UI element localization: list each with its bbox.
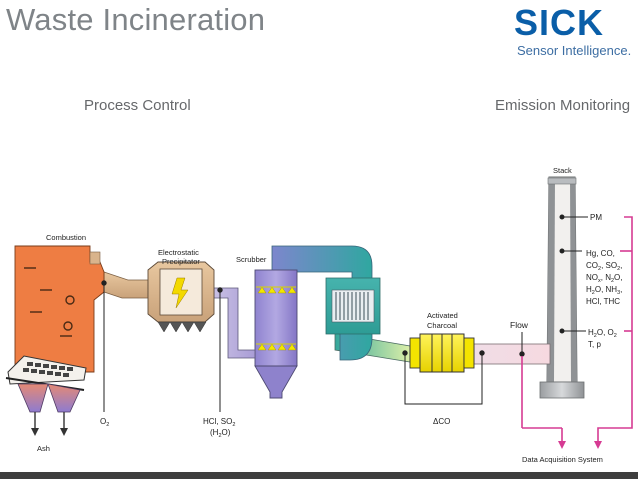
duct-to-precipitator [103, 271, 149, 299]
label-gases-3: NOx, N2O, [586, 273, 623, 284]
label-daq: Data Acquisition System [522, 455, 603, 464]
label-h2o: (H2O) [210, 428, 231, 439]
label-precipitator-1: Electrostatic [158, 248, 199, 257]
electrostatic-precipitator [147, 261, 215, 333]
lightning-icon [171, 277, 189, 309]
label-hcl-so2: HCl, SO2 [203, 417, 235, 428]
label-gases-4: H2O, NH3, [586, 285, 622, 296]
label-stack: Stack [553, 166, 572, 175]
label-gases-1: Hg, CO, [586, 249, 615, 258]
label-pm: PM [590, 213, 602, 222]
label-precipitator-2: Precipitator [162, 257, 200, 266]
label-ash: Ash [37, 444, 50, 453]
logo-tagline: Sensor Intelligence. [517, 43, 632, 58]
label-combustion: Combustion [46, 233, 86, 242]
label-t-p: T, p [588, 340, 601, 349]
sick-logo: SICK [513, 2, 604, 43]
activated-charcoal [409, 333, 475, 373]
label-gases-2: CO2, SO2, [586, 261, 622, 272]
label-flow: Flow [510, 320, 529, 330]
label-o2: O2 [100, 417, 109, 428]
duct-to-scrubber [213, 287, 256, 359]
section-title-emission-monitoring: Emission Monitoring [495, 97, 631, 114]
label-charcoal-1: Activated [427, 311, 458, 320]
measurement-lines [101, 214, 588, 412]
page-title: Waste Incineration [6, 2, 266, 37]
fabric-filter [271, 245, 381, 361]
label-charcoal-2: Charcoal [427, 321, 457, 330]
label-h2o-o2: H2O, O2 [588, 328, 617, 339]
signal-lines [521, 216, 633, 444]
section-title-process-control: Process Control [84, 97, 191, 114]
scrubber [254, 269, 298, 399]
combustion-furnace [5, 245, 105, 436]
label-scrubber: Scrubber [236, 255, 267, 264]
stack [539, 176, 585, 399]
stack-inlet-duct [473, 343, 551, 365]
label-gases-5: HCl, THC [586, 297, 620, 306]
label-delta-co: ΔCO [433, 417, 450, 426]
measurement-labels: O2 HCl, SO2 (H2O) ΔCO PM Hg, CO, CO2, SO… [100, 213, 623, 439]
bottom-bar [0, 472, 638, 479]
